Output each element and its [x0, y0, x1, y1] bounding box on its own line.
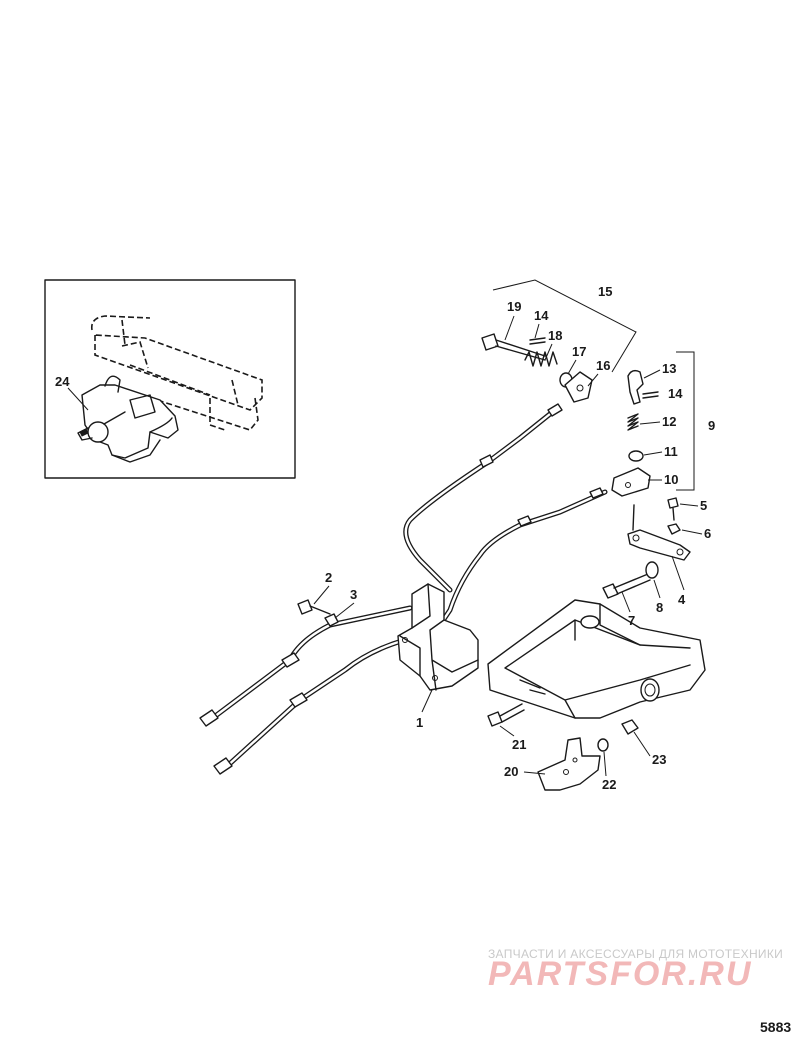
callout-1: 1 [416, 715, 423, 730]
callout-4: 4 [678, 592, 686, 607]
callout-17: 17 [572, 344, 586, 359]
watermark-logo: PARTSFOR.RU [488, 955, 752, 993]
callout-14a: 14 [534, 308, 549, 323]
watermark-tagline: ЗАПЧАСТИ И АКСЕССУАРЫ ДЛЯ МОТОТЕХНИКИ [488, 947, 783, 961]
callout-23: 23 [652, 752, 666, 767]
callout-7: 7 [628, 613, 635, 628]
callout-20: 20 [504, 764, 518, 779]
cable-end-parts [481, 333, 593, 403]
control-cables [199, 403, 608, 775]
callout-9: 9 [708, 418, 715, 433]
callout-16: 16 [596, 358, 610, 373]
callout-21: 21 [512, 737, 526, 752]
callout-6: 6 [704, 526, 711, 541]
shift-cable-end-parts: 9 [602, 351, 715, 599]
inset-detail: 24 [44, 279, 296, 479]
callouts: 2 3 1 19 14 18 17 16 13 14 12 11 10 5 6 … [313, 299, 711, 792]
cable-bracket-1 [297, 583, 479, 691]
callout-2: 2 [325, 570, 332, 585]
swivel-bracket [487, 599, 706, 719]
callout-18: 18 [548, 328, 562, 343]
callout-3: 3 [350, 587, 357, 602]
clip-parts [487, 703, 639, 791]
callout-10: 10 [664, 472, 678, 487]
callout-12: 12 [662, 414, 676, 429]
clamp-part [77, 375, 179, 463]
callout-5: 5 [700, 498, 707, 513]
callout-8: 8 [656, 600, 663, 615]
watermark: ЗАПЧАСТИ И АКСЕССУАРЫ ДЛЯ МОТОТЕХНИКИ PA… [488, 947, 783, 993]
callout-15: 15 [598, 284, 612, 299]
callout-11: 11 [664, 444, 678, 459]
callout-24: 24 [55, 374, 70, 389]
callout-14b: 14 [668, 386, 683, 401]
group-bracket-15: 15 [492, 279, 637, 373]
callout-22: 22 [602, 777, 616, 792]
figure-number: 5883 [760, 1019, 791, 1035]
callout-19: 19 [507, 299, 521, 314]
callout-13: 13 [662, 361, 676, 376]
